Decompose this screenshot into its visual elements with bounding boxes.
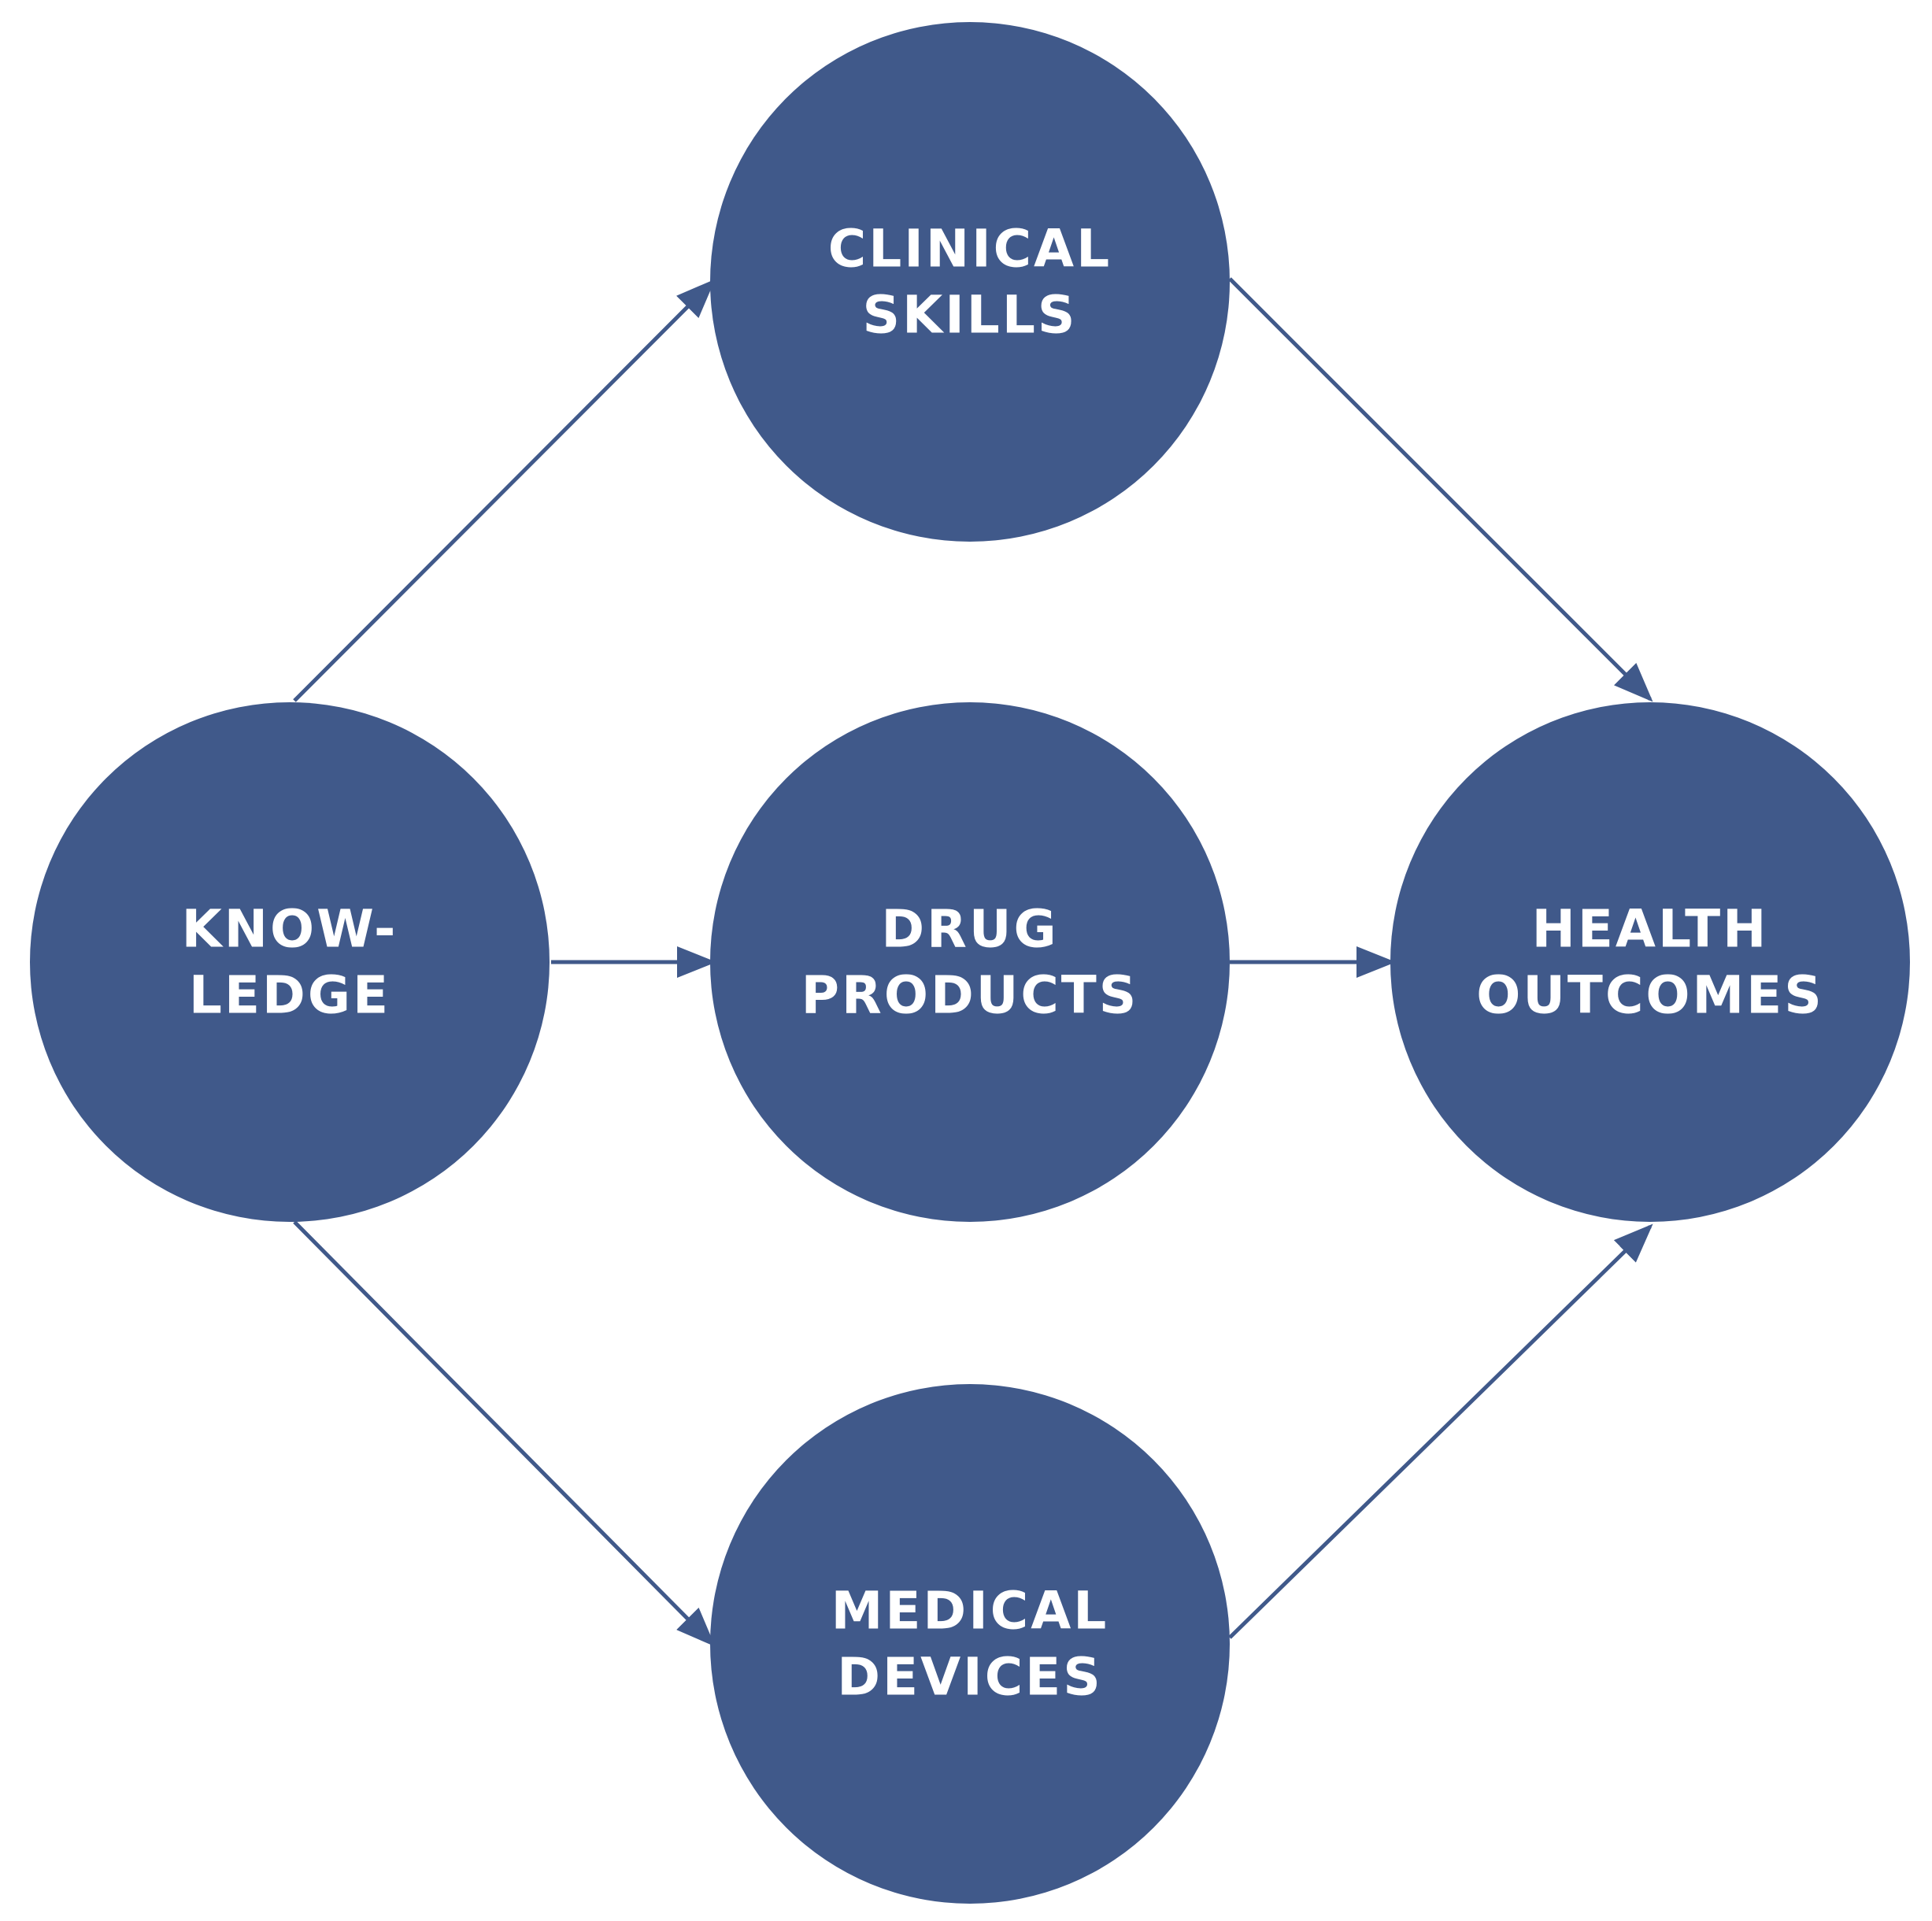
node-circle-health-outcomes: [1390, 702, 1910, 1222]
node-label-medical-devices-line-1: MEDICAL: [831, 1581, 1109, 1642]
arrow-medical-devices-to-health-outcomes: [1228, 1223, 1653, 1639]
node-label-knowledge-line-2: LEDGE: [189, 965, 390, 1026]
node-circle-clinical-skills: [710, 22, 1230, 542]
arrow-knowledge-to-clinical-skills: [293, 279, 716, 702]
node-label-drug-products-line-1: DRUG: [881, 899, 1058, 960]
arrow-knowledge-to-medical-devices: [293, 1220, 716, 1647]
arrow-clinical-skills-to-health-outcomes: [1228, 277, 1653, 702]
node-label-drug-products-line-2: PRODUCTS: [801, 965, 1139, 1026]
edges-layer: [293, 277, 1653, 1647]
node-circle-medical-devices: [710, 1384, 1230, 1904]
node-label-health-outcomes-line-1: HEALTH: [1532, 899, 1769, 960]
node-label-clinical-skills-line-1: CLINICAL: [828, 219, 1112, 279]
node-label-health-outcomes-line-2: OUTCOMES: [1476, 965, 1824, 1026]
node-label-clinical-skills-line-2: SKILLS: [863, 285, 1078, 346]
node-label-knowledge-line-1: KNOW-: [182, 899, 398, 960]
node-label-medical-devices-line-2: DEVICES: [837, 1647, 1103, 1708]
node-circle-knowledge: [30, 702, 550, 1222]
node-knowledge: KNOW-LEDGE: [30, 702, 550, 1222]
node-circle-drug-products: [710, 702, 1230, 1222]
